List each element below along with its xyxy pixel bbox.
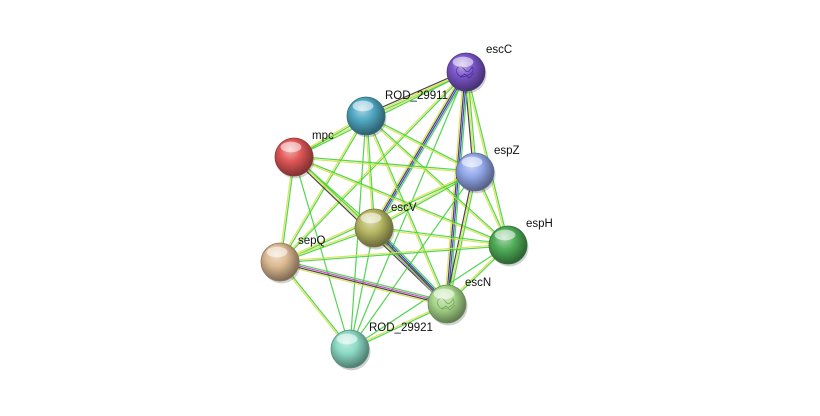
label-layer: escC ROD_29911 mpc espZ escV espH sepQ e… <box>298 44 553 334</box>
edge-espZ-ROD_29921 <box>349 171 476 350</box>
edge-line-black <box>372 71 466 228</box>
edge-escC-escV <box>371 70 469 230</box>
edge-line-blue <box>447 72 468 305</box>
node-highlight <box>433 288 455 300</box>
edge-line-yellow <box>278 71 466 262</box>
edge-ROD_29911-espZ <box>365 114 476 174</box>
node-label-espH: espH <box>526 218 553 230</box>
edge-escV-espH <box>373 226 509 247</box>
node-mpc[interactable] <box>274 137 315 179</box>
edge-line-blue <box>374 72 468 229</box>
node-escN[interactable] <box>427 284 468 326</box>
node-label-sepQ: sepQ <box>298 235 326 247</box>
edge-line-yellow <box>371 70 465 228</box>
node-highlight <box>266 246 288 258</box>
node-ROD_29911[interactable] <box>346 96 387 138</box>
node-label-mpc: mpc <box>312 130 334 142</box>
edge-line-green <box>294 155 476 172</box>
structure-glyph-icon <box>455 65 475 79</box>
edge-line-green <box>349 171 476 350</box>
structure-glyph-icon <box>436 297 456 311</box>
edge-line-green <box>366 114 476 172</box>
edge-espH-sepQ <box>279 243 509 264</box>
edge-mpc-espZ <box>293 155 476 174</box>
node-label-ROD_29921: ROD_29921 <box>369 322 433 334</box>
edge-line-green <box>294 155 509 245</box>
node-highlight <box>494 229 516 241</box>
node-highlight <box>461 156 483 168</box>
edge-ROD_29911-escN <box>364 115 449 305</box>
edge-line-yellow <box>279 263 447 307</box>
node-ROD_29921[interactable] <box>330 329 371 371</box>
node-highlight <box>280 141 302 153</box>
edge-line-green <box>448 72 469 305</box>
edge-line-yellow <box>365 116 508 247</box>
edge-line-yellow <box>373 228 508 247</box>
edge-line-black <box>445 71 466 304</box>
node-highlight <box>336 333 358 345</box>
edge-line-green <box>366 114 509 245</box>
node-escV[interactable] <box>354 208 395 250</box>
node-highlight <box>352 100 374 112</box>
edge-line-green <box>293 156 351 350</box>
edge-line-black <box>279 262 447 306</box>
node-label-escN: escN <box>465 277 491 289</box>
node-label-escV: escV <box>391 202 417 214</box>
edge-sepQ-escN <box>279 259 448 307</box>
edge-line-green <box>280 245 509 264</box>
edge-escC-escN <box>444 71 469 305</box>
edge-mpc-ROD_29921 <box>293 156 351 350</box>
edge-ROD_29911-espH <box>365 114 509 247</box>
edge-line-green <box>374 226 509 245</box>
edge-escV-ROD_29921 <box>349 227 375 350</box>
node-escC[interactable] <box>446 52 487 94</box>
edge-line-yellow <box>365 116 475 174</box>
node-label-espZ: espZ <box>494 145 520 157</box>
node-highlight <box>452 56 474 68</box>
node-label-escC: escC <box>486 44 512 56</box>
edge-escC-sepQ <box>278 71 468 263</box>
node-espH[interactable] <box>488 225 529 267</box>
node-highlight <box>360 212 382 224</box>
edge-line-yellow <box>293 157 508 247</box>
edge-line-yellow <box>278 115 366 262</box>
node-layer <box>260 52 529 371</box>
edge-line-green <box>280 259 448 303</box>
edge-line-yellow <box>279 243 508 262</box>
edge-mpc-espH <box>293 155 509 247</box>
edge-line-yellow <box>293 157 475 174</box>
edge-ROD_29911-sepQ <box>278 115 368 263</box>
edge-line-green <box>366 115 449 304</box>
node-label-ROD_29911: ROD_29911 <box>385 90 448 102</box>
node-sepQ[interactable] <box>260 242 301 284</box>
edge-line-green <box>280 72 468 263</box>
edge-line-green <box>349 227 375 350</box>
edge-line-yellow <box>364 116 447 305</box>
edge-line-green <box>280 116 368 263</box>
edge-line-magenta <box>280 260 448 304</box>
node-espZ[interactable] <box>455 152 496 194</box>
edge-line-green <box>375 72 469 230</box>
edge-line-yellow <box>444 71 465 304</box>
